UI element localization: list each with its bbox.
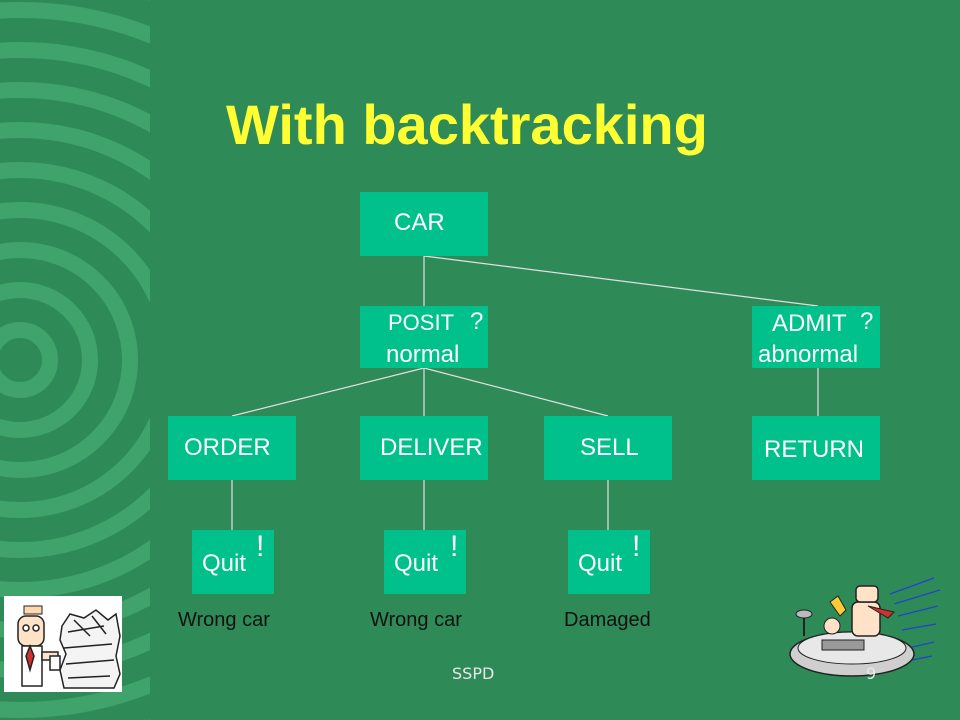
node-quit-3-mark: ! bbox=[632, 530, 641, 563]
node-admit-mark: ? bbox=[860, 308, 874, 335]
slide-title: With backtracking bbox=[226, 93, 708, 156]
node-quit-2-label: Quit bbox=[394, 550, 439, 577]
node-posit-label: POSIT bbox=[388, 310, 455, 335]
node-return: RETURN bbox=[752, 416, 880, 480]
page-number: 9 bbox=[866, 664, 877, 683]
node-order-label: ORDER bbox=[184, 434, 271, 461]
node-posit: POSIT ? normal bbox=[360, 306, 488, 368]
node-admit: ADMIT ? abnormal bbox=[752, 306, 880, 368]
node-return-label: RETURN bbox=[764, 436, 864, 463]
dilbert-racing-icon bbox=[789, 577, 941, 677]
caption-quit-1: Wrong car bbox=[178, 609, 270, 631]
node-quit-1-mark: ! bbox=[256, 530, 265, 563]
node-admit-label: ADMIT bbox=[772, 310, 847, 337]
node-quit-3-label: Quit bbox=[578, 550, 623, 577]
node-quit-3: Quit ! bbox=[568, 530, 650, 594]
caption-quit-2: Wrong car bbox=[370, 609, 462, 631]
caption-quit-3: Damaged bbox=[564, 609, 651, 631]
node-quit-2-mark: ! bbox=[450, 530, 459, 563]
node-admit-sub: abnormal bbox=[758, 341, 859, 368]
node-quit-1: Quit ! bbox=[192, 530, 274, 594]
node-car: CAR bbox=[360, 192, 488, 256]
node-order: ORDER bbox=[168, 416, 296, 480]
node-posit-mark: ? bbox=[470, 308, 484, 335]
node-sell-label: SELL bbox=[580, 434, 639, 461]
dilbert-paperwork-icon bbox=[4, 596, 122, 692]
node-sell: SELL bbox=[544, 416, 672, 480]
node-deliver: DELIVER bbox=[360, 416, 488, 480]
node-quit-1-label: Quit bbox=[202, 550, 247, 577]
node-car-label: CAR bbox=[394, 209, 445, 236]
node-deliver-label: DELIVER bbox=[380, 434, 483, 461]
footer-label: SSPD bbox=[452, 664, 495, 683]
node-quit-2: Quit ! bbox=[384, 530, 466, 594]
node-posit-sub: normal bbox=[386, 341, 460, 368]
